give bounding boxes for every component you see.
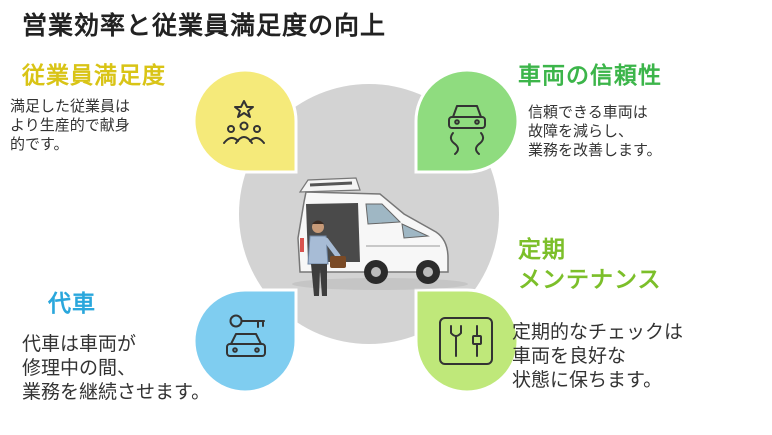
page-title: 営業効率と従業員満足度の向上 <box>22 11 387 40</box>
satisfaction-petal <box>192 68 298 174</box>
replacement-line-2: 修理中の間、 <box>22 356 137 379</box>
replacement-petal <box>192 288 298 394</box>
maintenance-tools-icon <box>439 317 493 365</box>
maintenance-heading-line-1: 定期 <box>518 237 566 263</box>
car-on-road-icon <box>448 105 486 155</box>
maintenance-line-2: 車両を良好な <box>512 344 627 367</box>
reliability-petal <box>414 68 520 174</box>
maintenance-petal <box>414 288 520 394</box>
satisfaction-line-3: 的です。 <box>10 134 69 153</box>
person-figure <box>307 220 346 296</box>
reliability-line-2: 故障を減らし、 <box>528 121 634 140</box>
people-star-icon <box>223 100 265 144</box>
maintenance-description: 定期的なチェックは 車両を良好な 状態に保ちます。 <box>512 321 683 392</box>
maintenance-line-3: 状態に保ちます。 <box>512 368 663 391</box>
maintenance-heading: 定期 メンテナンス <box>518 236 662 296</box>
satisfaction-heading: 従業員満足度 <box>22 63 166 89</box>
replacement-heading: 代車 <box>48 291 96 317</box>
reliability-line-1: 信頼できる車両は <box>528 103 648 121</box>
satisfaction-line-2: より生産的で献身 <box>10 115 130 134</box>
reliability-line-3: 業務を改善します。 <box>528 140 662 159</box>
satisfaction-description: 満足した従業員は より生産的で献身 的です。 <box>10 97 130 153</box>
reliability-description: 信頼できる車両は 故障を減らし、 業務を改善します。 <box>528 103 662 159</box>
satisfaction-line-1: 満足した従業員は <box>10 97 131 115</box>
replacement-line-3: 業務を継続させます。 <box>22 380 211 403</box>
car-key-icon <box>226 314 266 357</box>
reliability-heading: 車両の信頼性 <box>518 63 662 89</box>
maintenance-heading-line-2: メンテナンス <box>518 266 662 293</box>
replacement-line-1: 代車は車両が <box>22 333 137 355</box>
replacement-description: 代車は車両が 修理中の間、 業務を継続させます。 <box>22 333 210 404</box>
maintenance-line-1: 定期的なチェックは <box>512 321 684 343</box>
